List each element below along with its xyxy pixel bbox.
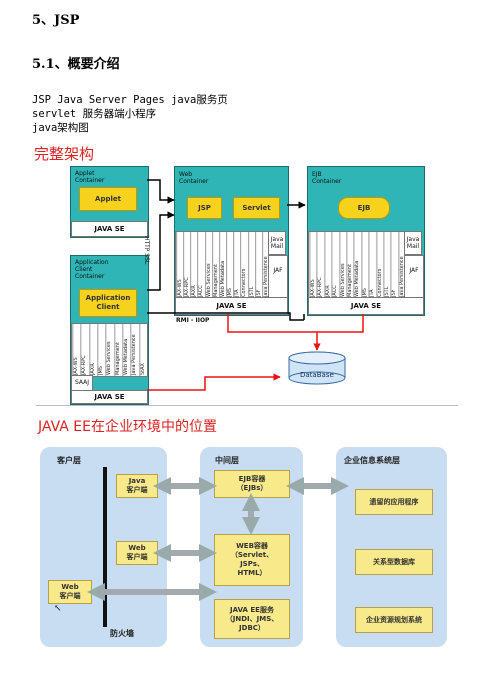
relational-db-box: 关系型数据库 bbox=[355, 549, 433, 575]
ejb-container-label: EJB Container bbox=[312, 171, 342, 185]
jsp-box: JSP bbox=[187, 197, 222, 219]
middle-layer-title: 中间层 bbox=[215, 456, 239, 465]
subsection-heading: 5.1、概要介绍 bbox=[32, 57, 120, 72]
web-client-box-2: Web 客户端 bbox=[48, 580, 92, 604]
erp-box: 企业资源规划系统 bbox=[355, 607, 433, 633]
client-java-se: JAVA SE bbox=[71, 390, 148, 404]
client-to-db-arrow bbox=[147, 373, 281, 391]
diagram1-connectors bbox=[147, 179, 364, 391]
app-client-box: Application Client bbox=[79, 289, 137, 317]
body-line-3: java架构图 bbox=[32, 122, 89, 134]
web-container-label: Web Container bbox=[179, 171, 209, 185]
applet-box: Applet bbox=[79, 187, 137, 211]
cursor-icon: ↖ bbox=[54, 604, 62, 614]
ejb-to-db-line bbox=[317, 314, 364, 333]
servlet-box: Servlet bbox=[233, 197, 280, 219]
diagram2-arrows bbox=[87, 477, 349, 601]
rmi-iiop-label: RMI - IIOP bbox=[176, 317, 210, 324]
web-container-box: WEB容器 （Servlet、 JSPs、 HTML） bbox=[214, 534, 290, 586]
web-java-se: JAVA SE bbox=[175, 297, 288, 315]
database-label: DataBase bbox=[300, 371, 334, 379]
app-client-container: Application Client Container Application… bbox=[70, 255, 149, 405]
ejb-box: EJB bbox=[338, 197, 390, 219]
web-java-mail: Java Mail bbox=[268, 231, 286, 255]
divider bbox=[36, 405, 458, 406]
applet-container-label: Applet Container bbox=[75, 170, 105, 184]
client-saaj: SAAJ bbox=[71, 375, 93, 391]
firewall-line bbox=[103, 467, 107, 627]
body-line-2: servlet 服务器端小程序 bbox=[32, 108, 157, 120]
ejb-java-se: JAVA SE bbox=[308, 297, 424, 315]
rmi-line bbox=[147, 312, 304, 321]
web-to-db-arrow bbox=[227, 314, 321, 351]
eis-layer-title: 企业信息系统层 bbox=[344, 456, 400, 465]
diagram1-title: 完整架构 bbox=[34, 145, 95, 163]
applet-java-se: JAVA SE bbox=[71, 221, 148, 237]
app-client-container-label: Application Client Container bbox=[75, 259, 109, 280]
client-layer-title: 客户层 bbox=[57, 456, 81, 465]
diagram2-title: JAVA EE在企业环境中的位置 bbox=[38, 419, 217, 435]
ejb-java-mail: Java Mail bbox=[404, 231, 422, 255]
applet-to-web-arrow bbox=[147, 179, 175, 204]
firewall-label: 防火墙 bbox=[110, 629, 134, 638]
legacy-app-box: 遗留的应用程序 bbox=[355, 489, 433, 515]
applet-container: Applet Container Applet JAVA SE bbox=[70, 166, 149, 238]
section-heading: 5、JSP bbox=[32, 13, 80, 28]
web-client-box-1: Web 客户端 bbox=[116, 541, 158, 565]
javaee-service-box: JAVA EE服务 （JNDI、JMS、 JDBC） bbox=[214, 599, 290, 639]
database-cylinder bbox=[288, 351, 346, 385]
client-to-web-arrow bbox=[147, 211, 175, 291]
body-line-1: JSP Java Server Pages java服务页 bbox=[32, 94, 228, 106]
http-ssl-label: HTTP SSL bbox=[143, 236, 150, 265]
